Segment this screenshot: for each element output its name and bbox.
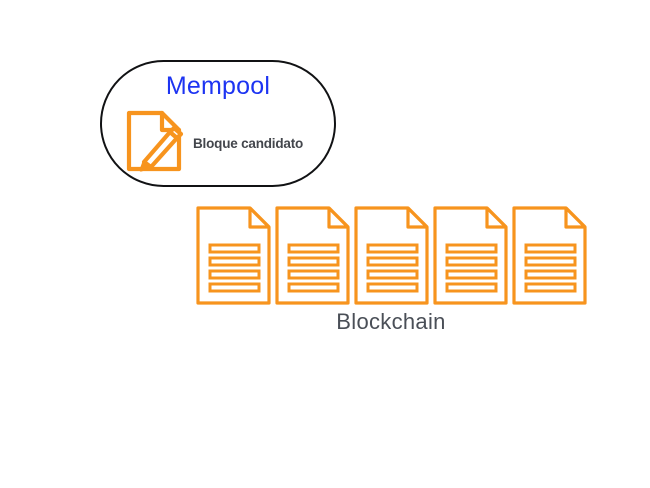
blockchain-block: [511, 205, 591, 306]
blockchain-group: Blockchain: [195, 205, 587, 345]
blockchain-block: [274, 205, 354, 306]
blockchain-block: [432, 205, 512, 306]
blockchain-block: [195, 205, 275, 306]
candidate-block-row: Bloque candidato: [126, 110, 303, 177]
mempool-group: Mempool Bloque candidato: [100, 60, 336, 187]
candidate-block-label: Bloque candidato: [193, 136, 304, 151]
blockchain-label: Blockchain: [336, 309, 446, 334]
document-pencil-icon: [126, 110, 184, 177]
blockchain-block: [353, 205, 433, 306]
mempool-title: Mempool: [165, 72, 271, 100]
